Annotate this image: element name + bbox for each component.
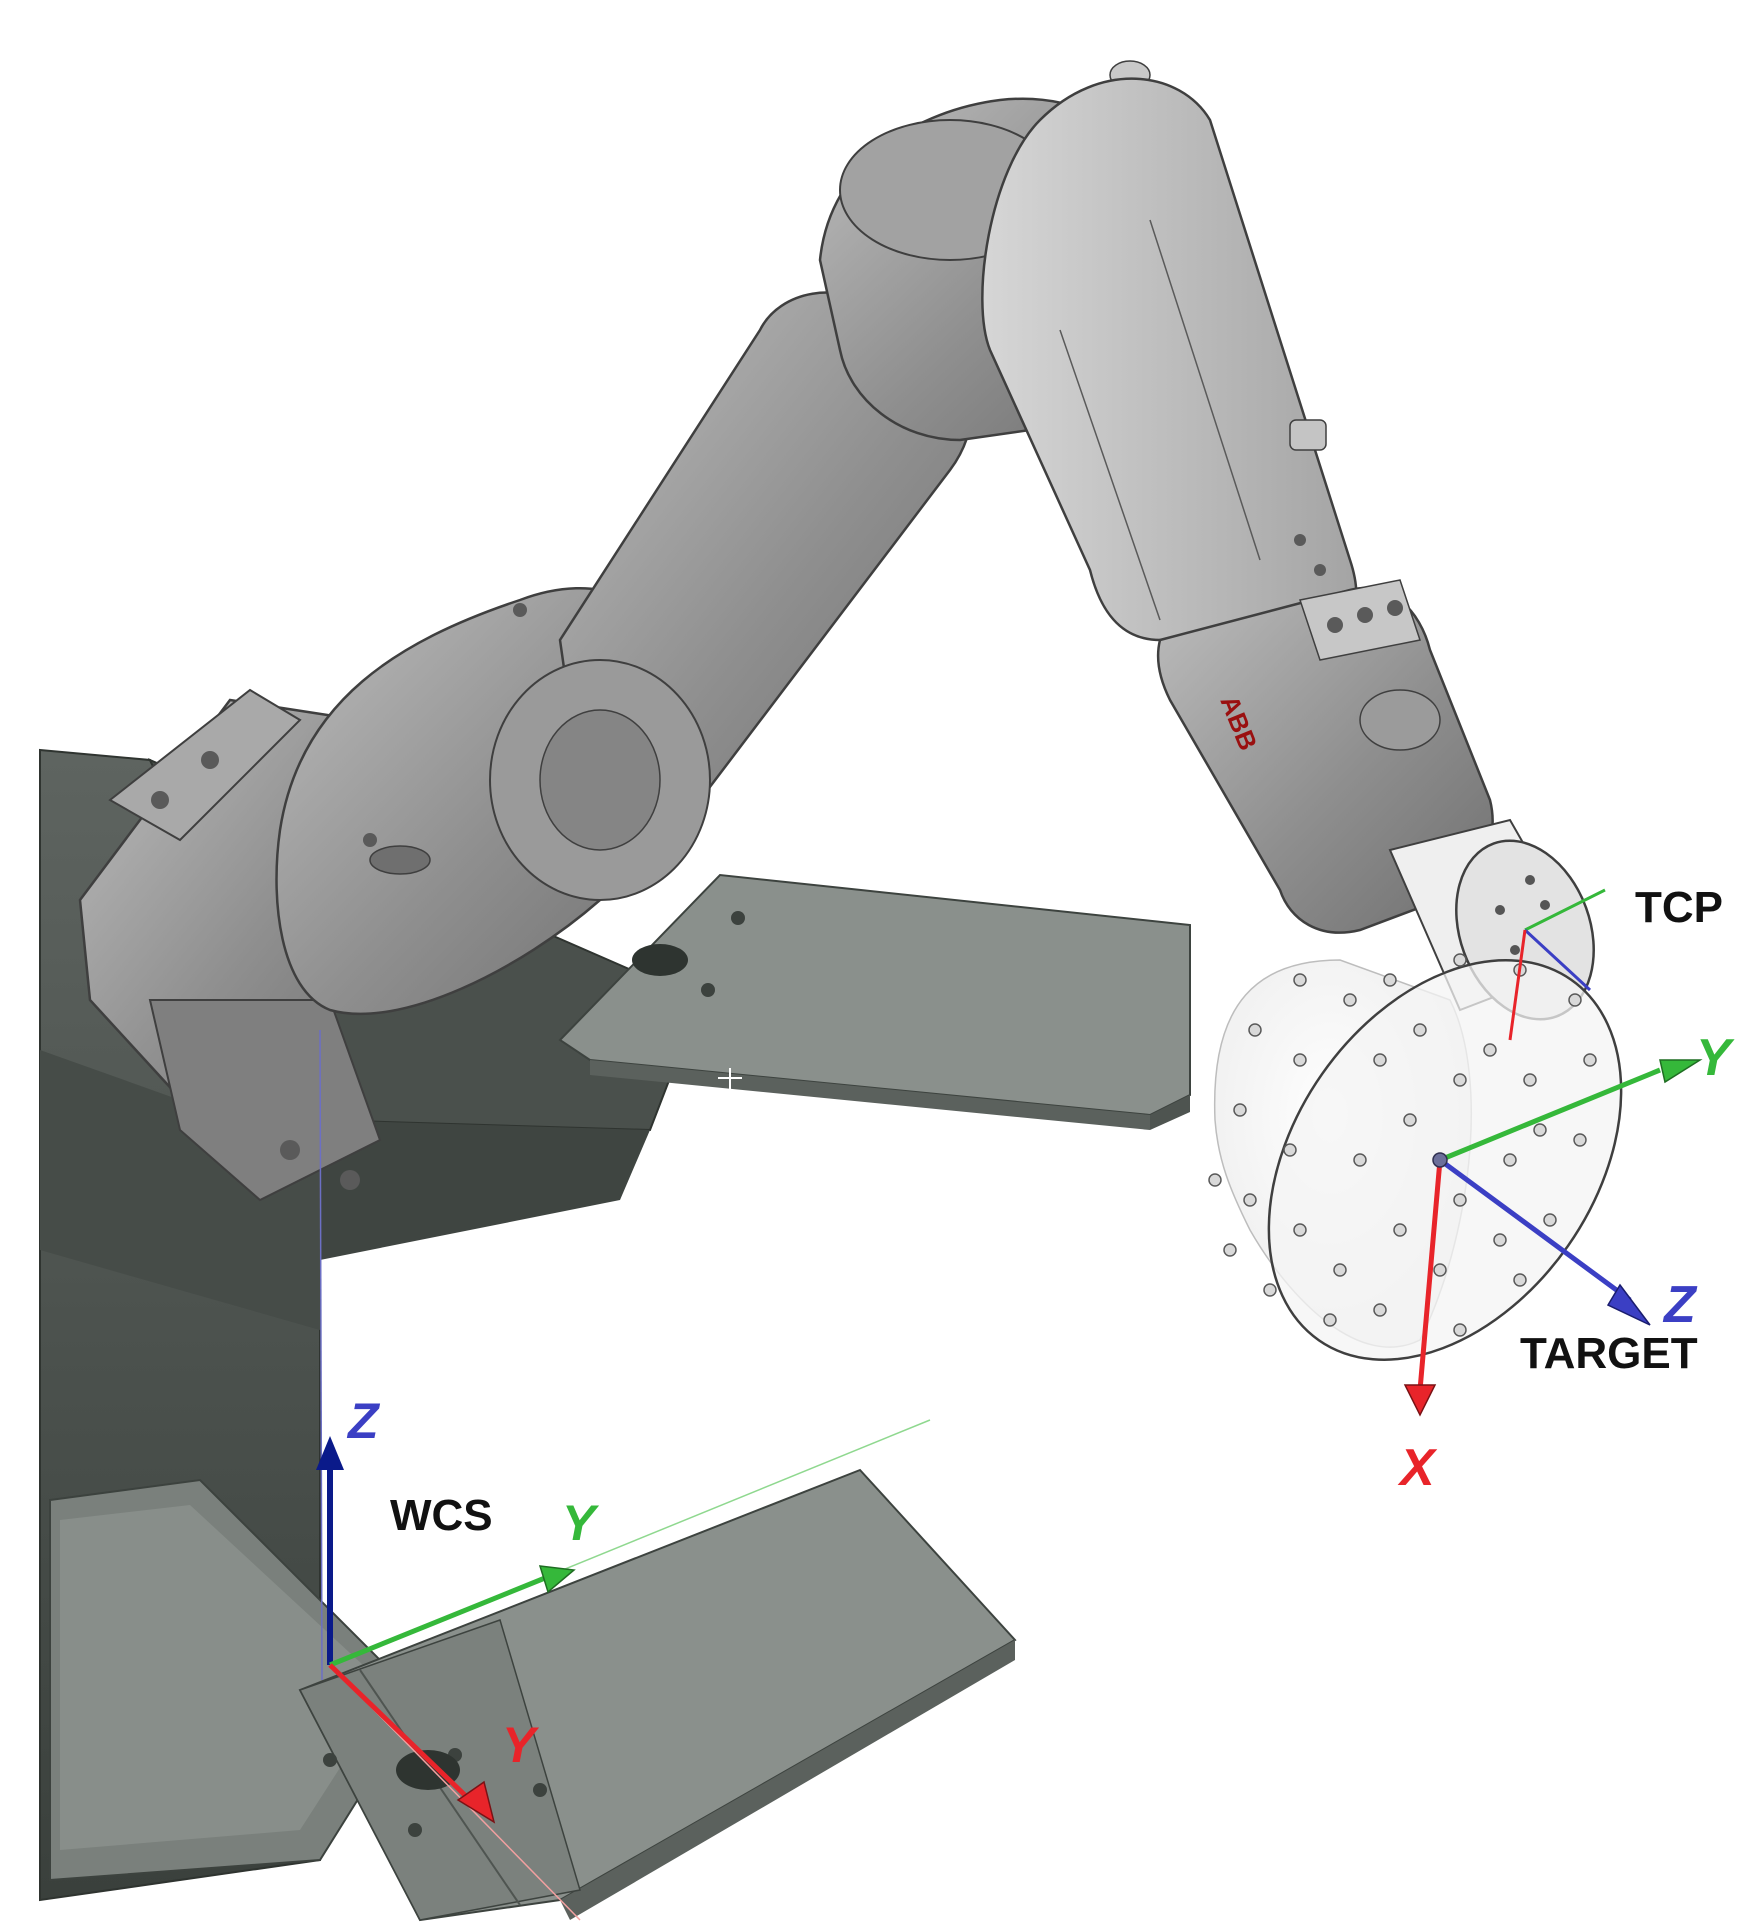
wcs-label: WCS <box>390 1491 493 1540</box>
tcp-frame <box>1508 888 1606 1041</box>
wcs-z-arrowhead <box>316 1436 344 1470</box>
wcs-x-arrowhead <box>456 1780 496 1824</box>
target-y-label: Y <box>1696 1029 1735 1087</box>
tcp-y-axis <box>1524 888 1606 932</box>
wcs-x-axis <box>328 1663 472 1802</box>
wcs-y-arrowhead <box>538 1565 576 1594</box>
wcs-z-guide <box>319 1029 323 1681</box>
upper-plate <box>558 873 1191 1130</box>
target-y-arrowhead <box>1659 1059 1703 1084</box>
wcs-y-label: Y <box>562 1495 600 1551</box>
target-x-arrowhead <box>1403 1384 1437 1417</box>
wcs-x-label: Y <box>502 1717 540 1773</box>
dome-holes <box>1208 953 1597 1337</box>
robot-upper-arm <box>981 77 1358 642</box>
machine-bed <box>49 1478 422 1882</box>
target-frame <box>1403 1059 1703 1417</box>
wcs-frame <box>316 1029 931 1921</box>
tcp-z-axis <box>1523 928 1592 992</box>
target-x-label: X <box>1397 1439 1438 1497</box>
target-z-axis <box>1438 1157 1632 1303</box>
tcp-x-axis <box>1508 929 1527 1041</box>
wcs-z-label: Z <box>346 1393 381 1449</box>
target-x-axis <box>1417 1159 1443 1391</box>
target-label: TARGET <box>1520 1329 1698 1378</box>
wcs-y-axis <box>329 1575 546 1668</box>
target-z-label: Z <box>1662 1276 1698 1334</box>
target-y-axis <box>1439 1067 1661 1163</box>
robot-arm: ABB <box>78 60 1595 1202</box>
target-z-arrowhead <box>1606 1283 1651 1326</box>
target-origin <box>1432 1152 1448 1168</box>
robot-lower-arm <box>275 291 973 1016</box>
tcp-label: TCP <box>1635 883 1723 932</box>
